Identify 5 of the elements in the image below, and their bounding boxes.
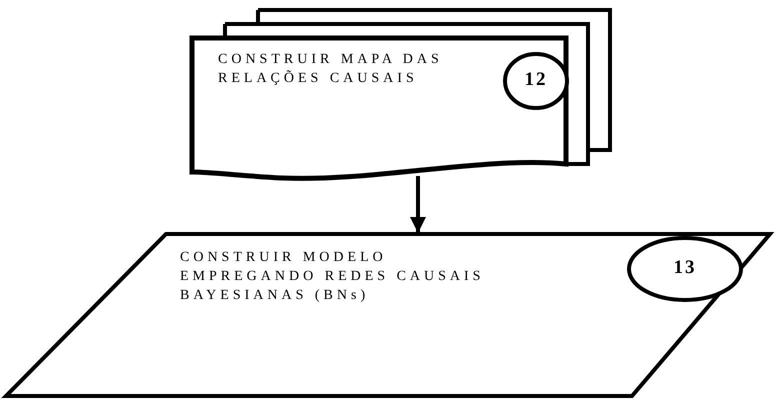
step-number: 13 [672, 257, 698, 279]
arrow [410, 176, 426, 233]
step-label: CONSTRUIR MODELO EMPREGANDO REDES CAUSAIS BAYESIANAS (BNs) [180, 249, 486, 305]
step-number: 12 [524, 69, 548, 91]
step-label: CONSTRUIR MAPA DAS RELAÇÕES CAUSAIS [218, 51, 444, 88]
